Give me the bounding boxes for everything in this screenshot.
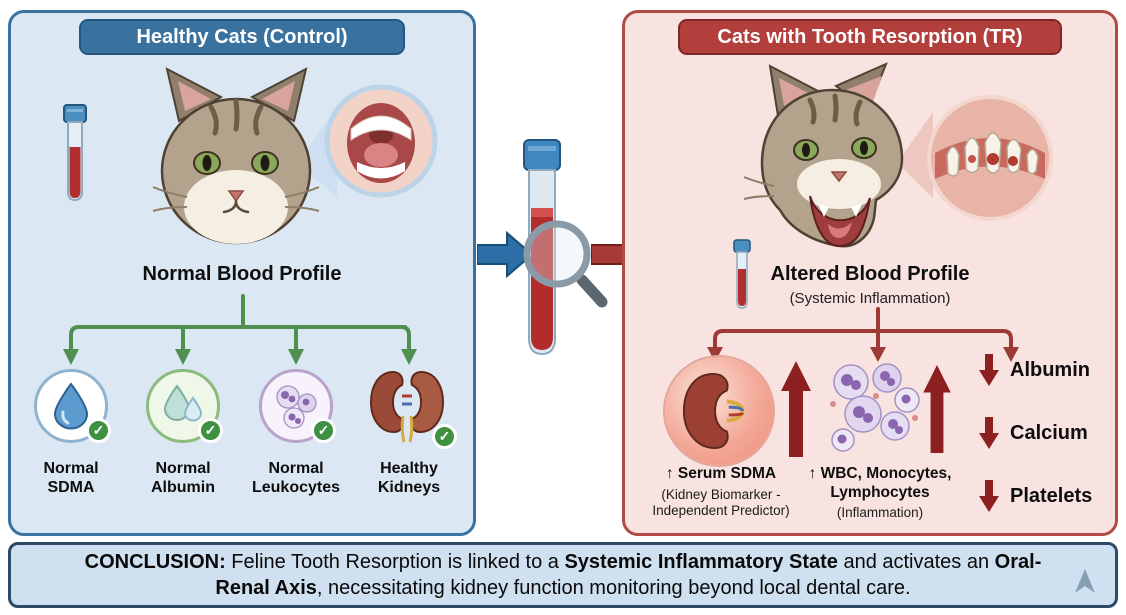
kidneys-item: ✓ (367, 366, 457, 449)
tr-panel-title: Cats with Tooth Resorption (TR) (717, 25, 1023, 48)
wbc-finding-label-line2: Lymphocytes (830, 483, 930, 501)
healthy-panel-title: Healthy Cats (Control) (136, 25, 348, 48)
healthy-cats-panel: Healthy Cats (Control) (8, 10, 476, 536)
branch-connector-red (707, 307, 1019, 362)
central-blood-tube-icon (523, 139, 561, 356)
inflamed-kidney-item (665, 357, 773, 465)
albumin-label: Normal Albumin (151, 460, 215, 496)
wbc-cluster-item (821, 351, 925, 461)
check-icon: ✓ (198, 418, 223, 443)
albumin-item: ✓ (146, 369, 223, 443)
increase-arrow-wbc-icon (923, 365, 951, 453)
platelets-decrease-label: Platelets (1010, 484, 1093, 507)
inflamed-kidney-icon (682, 372, 745, 450)
magnifier-icon (523, 220, 608, 308)
watermark-logo-icon (1075, 569, 1095, 593)
sdma-item: ✓ (34, 369, 111, 443)
calcium-decrease-label: Calcium (1010, 421, 1088, 444)
check-icon: ✓ (86, 418, 111, 443)
check-icon: ✓ (311, 418, 336, 443)
sdma-finding-sub-line2: Independent Predictor) (652, 503, 790, 519)
wbc-cells-icon (830, 363, 920, 452)
altered-blood-profile-label: Altered Blood Profile (770, 263, 970, 285)
decrease-arrow-icon (979, 480, 999, 512)
flow-arrow-blue-icon (477, 231, 532, 278)
decrease-arrow-icon (979, 417, 999, 449)
tooth-resorption-panel: Cats with Tooth Resorption (TR) (622, 10, 1118, 536)
branch-connector-green (63, 294, 417, 365)
healthy-mouth-inset (324, 84, 438, 198)
normal-blood-profile-label: Normal Blood Profile (142, 263, 342, 285)
leukocytes-item: ✓ (259, 369, 336, 443)
decrease-arrow-icon (979, 354, 999, 386)
sdma-finding-label: ↑ Serum SDMA (665, 465, 777, 482)
healthy-panel-header: Healthy Cats (Control) (79, 19, 405, 55)
albumin-droplets-icon (163, 384, 203, 422)
healthy-cat-illustration (152, 67, 320, 245)
tr-cat-illustration (743, 62, 904, 248)
conclusion-box: CONCLUSION: Feline Tooth Resorption is l… (8, 542, 1118, 608)
conclusion-text: CONCLUSION: Feline Tooth Resorption is l… (84, 550, 1042, 599)
list-item: Platelets (979, 475, 1119, 517)
albumin-decrease-label: Albumin (1010, 358, 1090, 381)
check-icon: ✓ (432, 424, 457, 449)
conclusion-label: CONCLUSION: (84, 550, 226, 573)
blood-tube-icon (733, 239, 751, 309)
kidneys-icon (369, 370, 445, 443)
sdma-finding-sub-line1: (Kidney Biomarker - (661, 486, 781, 502)
sdma-label: Normal SDMA (43, 460, 99, 496)
list-item: Albumin (979, 349, 1119, 391)
wbc-finding-label-line1: ↑ WBC, Monocytes, (808, 465, 952, 482)
tooth-resorption-inset (927, 95, 1053, 221)
wbc-finding-sub: (Inflammation) (836, 505, 924, 521)
decreased-values-list: Albumin Calcium Platelets (979, 349, 1119, 538)
systemic-inflammation-sublabel: (Systemic Inflammation) (789, 290, 951, 307)
tr-panel-header: Cats with Tooth Resorption (TR) (678, 19, 1062, 55)
leukocytes-label: Normal Leukocytes (251, 460, 341, 496)
water-drop-icon (53, 382, 89, 430)
blood-tube-icon (63, 104, 87, 202)
wbc-finding: ↑ WBC, Monocytes, Lymphocytes (Inflammat… (805, 465, 955, 522)
leukocytes-icon (276, 385, 317, 429)
kidneys-label: Healthy Kidneys (377, 460, 441, 496)
sdma-finding: ↑ Serum SDMA (Kidney Biomarker - Indepen… (631, 465, 811, 520)
increase-arrow-sdma-icon (781, 361, 811, 457)
list-item: Calcium (979, 412, 1119, 454)
tooth-zoom-callout (897, 112, 933, 198)
